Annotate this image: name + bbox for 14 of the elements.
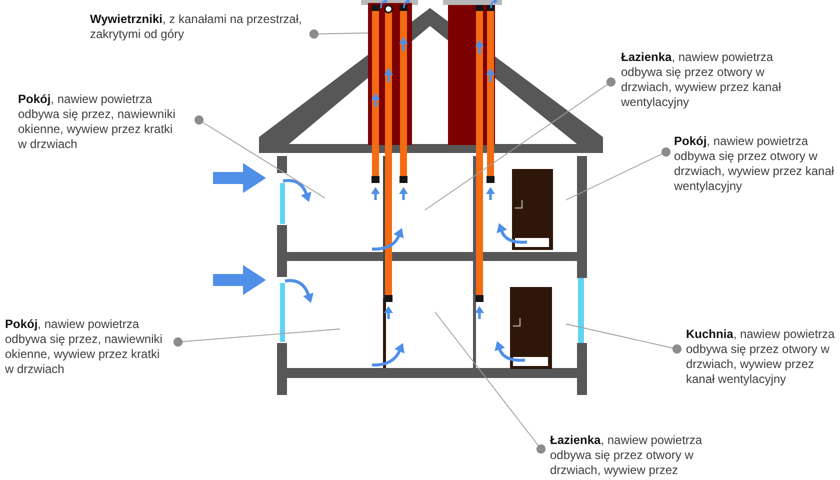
callout-text: Pokój, nawiew powietrza odbywa się przez otwory w drzwiach, wywiew przez kanał wentylacyjny <box>674 134 837 194</box>
leader-line <box>194 115 326 198</box>
callout-text: Łazienka, nawiew powietrza odbywa się przez otwory w drzwiach, wywiew przez <box>550 433 716 478</box>
leader-line <box>309 29 368 39</box>
callout-text: Wywietrzniki, z kanałami na przestrzał, zakrytymi od góry <box>90 12 306 42</box>
leader-line <box>566 147 671 200</box>
callout-text: Pokój, nawiew powietrza odbywa się przez, nawiewniki okienne, wywiew przez kratki w drzwiach <box>18 92 184 152</box>
leader-line <box>173 328 340 347</box>
callout-text: Pokój, nawiew powietrza odbywa się przez, nawiewniki okienne, wywiew przez kratki w drzwiach <box>5 317 171 377</box>
leader-line <box>424 77 616 210</box>
leader-line <box>566 324 682 354</box>
callout-text: Łazienka, nawiew powietrza odbywa się przez otwory w drzwiach, wywiew przez kanał wentylacyjny <box>621 50 787 110</box>
leader-line <box>434 312 546 454</box>
callout-text: Kuchnia, nawiew powietrza odbywa się przez otwory w drzwiach, wywiew przez kanał wentylacyjny <box>686 327 838 387</box>
